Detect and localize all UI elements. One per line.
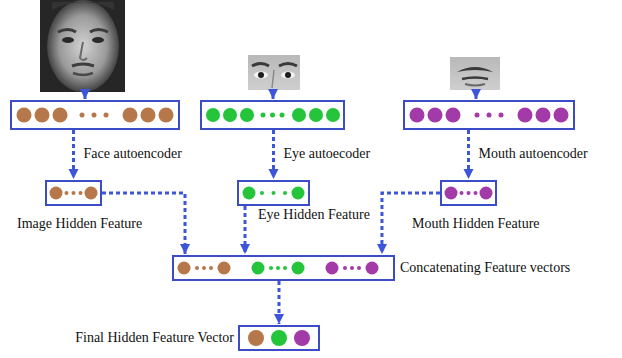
vector-box <box>403 100 575 130</box>
face-photo <box>40 0 125 92</box>
dotted-connector <box>72 130 75 179</box>
edge-label: Face autoencoder <box>84 146 182 162</box>
feature-dots <box>17 108 569 347</box>
feature-label: Concatenating Feature vectors <box>400 260 570 276</box>
feature-label: Mouth Hidden Feature <box>412 216 540 232</box>
vector-box: Mouth Hidden Feature <box>440 180 497 206</box>
feature-label: Final Hidden Feature Vector <box>75 330 234 346</box>
vector-box <box>10 100 180 130</box>
input-arrow <box>85 90 476 99</box>
dotted-connector <box>272 130 275 179</box>
dotted-connector <box>467 130 470 179</box>
vector-box: Concatenating Feature vectors <box>172 255 395 281</box>
eye-photo <box>248 55 300 90</box>
edge-label: Mouth autoencoder <box>479 146 588 162</box>
vector-box <box>200 100 345 130</box>
mouth-photo <box>450 57 500 90</box>
vector-box: Eye Hidden Feature <box>237 180 310 206</box>
dotted-connector <box>278 281 281 324</box>
dotted-connector <box>244 206 247 254</box>
feature-label: Image Hidden Feature <box>17 216 142 232</box>
vector-box: Image Hidden Feature <box>45 180 102 206</box>
vector-box: Final Hidden Feature Vector <box>238 325 320 351</box>
feature-label: Eye Hidden Feature <box>256 207 372 223</box>
edge-label: Eye autoecoder <box>284 146 371 162</box>
